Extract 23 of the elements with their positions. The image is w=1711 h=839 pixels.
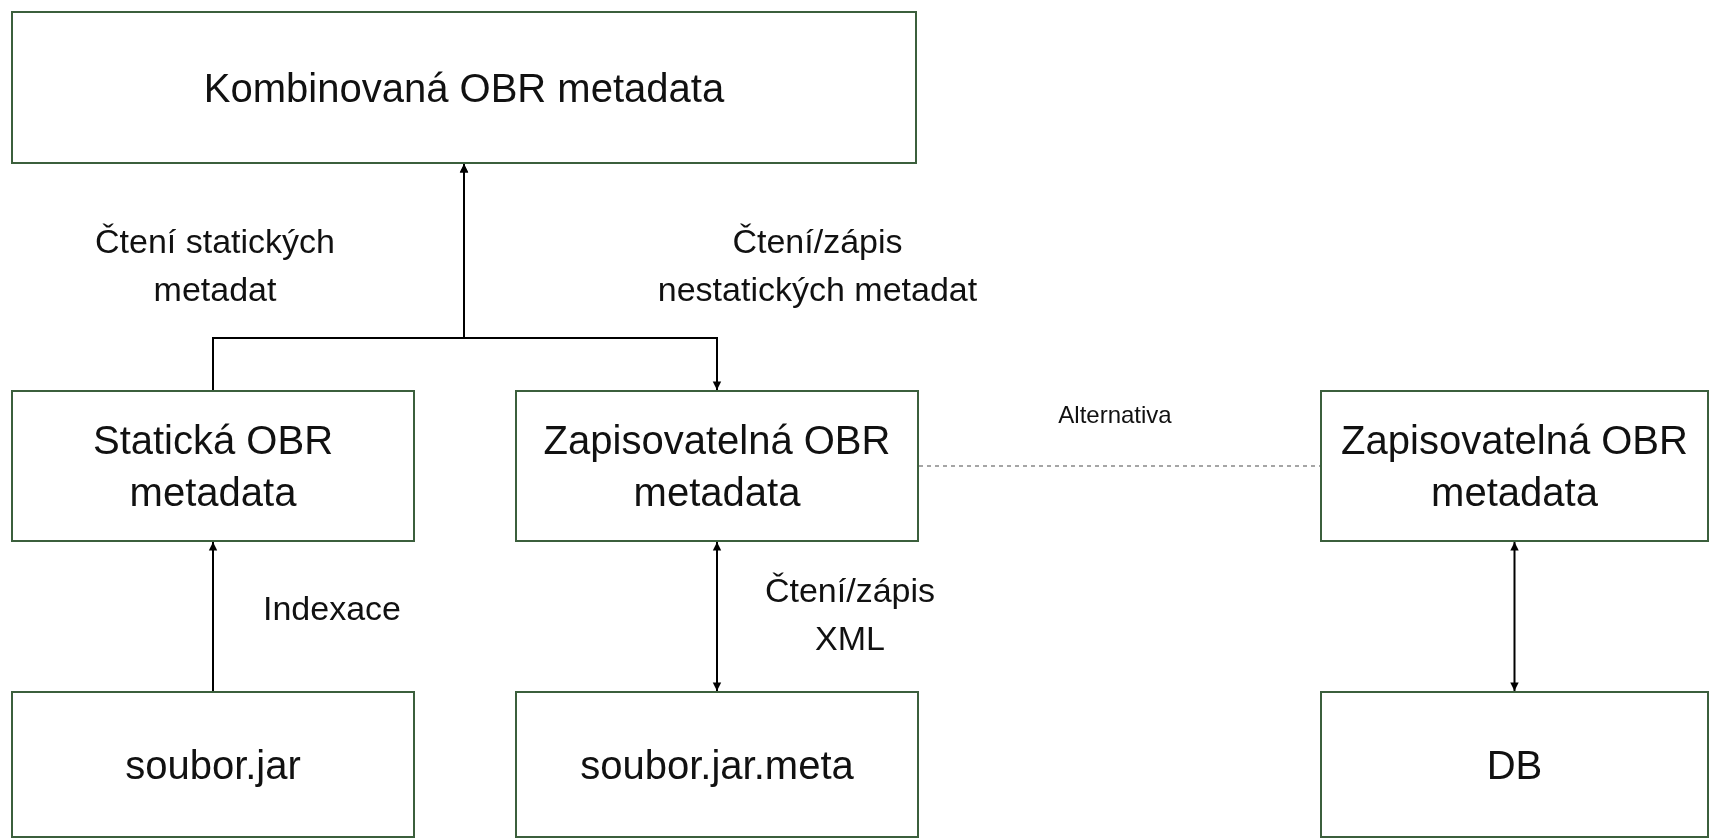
arrow [1510,541,1519,692]
arrow [712,541,722,692]
process-box [515,691,919,838]
box-label: Statická OBR metadata [91,417,335,516]
edge-label: Indexace [262,588,402,629]
process-box [11,390,415,542]
box-label: DB [1486,741,1543,789]
edge-label: Čtení/zápis XML [763,570,937,659]
process-box [11,11,917,164]
arrow [208,541,218,692]
box-label: soubor.jar.meta [580,741,854,789]
box-label: Zapisovatelná OBR metadata [542,417,892,516]
box-label: soubor.jar [125,741,301,789]
box-label: Kombinovaná OBR metadata [203,64,725,112]
process-box [11,691,415,838]
process-box [515,390,919,542]
process-box [1320,390,1709,542]
process-box [1320,691,1709,838]
edge-label: Čtení statických metadat [94,221,336,310]
edge-label: Čtení/zápis nestatických metadat [656,221,979,310]
box-label: Zapisovatelná OBR metadata [1340,417,1689,516]
edge-label: Alternativa [1057,400,1173,430]
arrow [459,163,722,391]
